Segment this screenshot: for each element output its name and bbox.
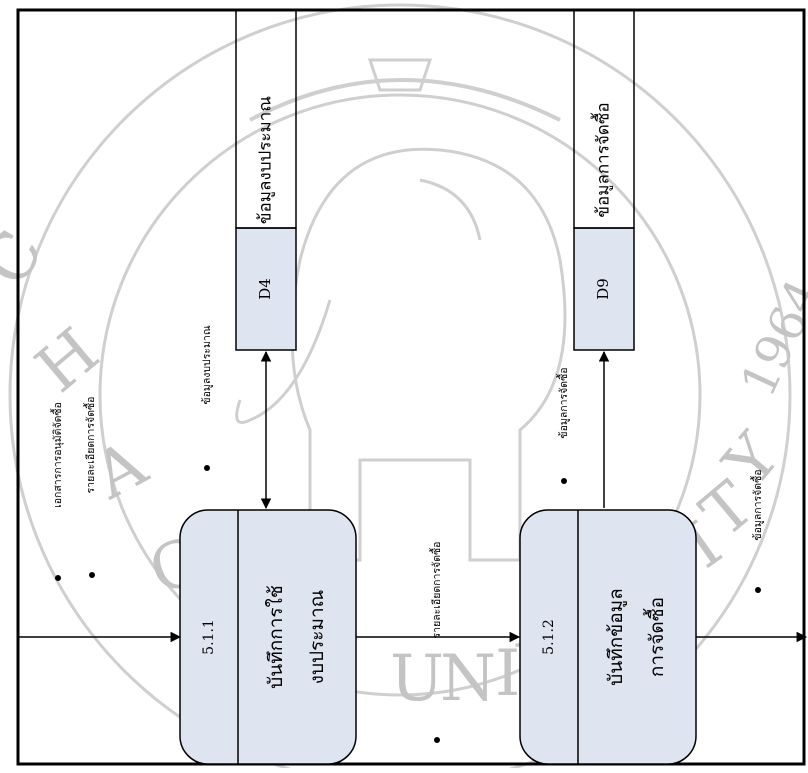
process-5-1-2-label-line1: บันทึกข้อมูล — [605, 588, 627, 686]
process-5-1-2-number: 5.1.2 — [541, 619, 557, 655]
data-store-d4-code: D4 — [256, 278, 274, 300]
dot-output — [755, 587, 761, 593]
process-5-1-1: 5.1.1 บันทึกการใช้ งบประมาณ — [179, 509, 357, 765]
watermark-letter-i: I — [495, 637, 520, 711]
dot-p1-to-p2 — [434, 737, 440, 743]
dot-input-doc — [55, 575, 61, 581]
data-store-d9: D9 ข้อมูลการจัดซื้อ — [573, 10, 635, 351]
watermark-number: 1964 — [730, 271, 808, 405]
process-5-1-1-label-line1: บันทึกการใช้ — [265, 585, 287, 689]
process-5-1-1-number: 5.1.1 — [201, 619, 217, 655]
flow-labels: เอกสารการอนุมัติจัดซื้อ รายละเอียดการจัด… — [50, 325, 764, 638]
university-seal-watermark — [8, 3, 792, 773]
label-input-doc: เอกสารการอนุมัติจัดซื้อ — [50, 402, 64, 508]
label-p1-to-p2: รายละเอียดการจัดซื้อ — [429, 542, 443, 639]
data-store-d4-name: ข้อมูลงบประมาณ — [256, 96, 276, 224]
process-5-1-1-label-line2: งบประมาณ — [306, 590, 328, 685]
watermark-letter-c: C — [0, 219, 58, 298]
data-store-d9-name: ข้อมูลการจัดซื้อ — [591, 102, 614, 217]
label-output: ข้อมูลการจัดซื้อ — [750, 469, 764, 540]
dot-budget-data — [204, 465, 210, 471]
flow-dots — [55, 465, 761, 743]
diagram-frame — [16, 8, 806, 766]
label-budget-data: ข้อมูลงบประมาณ — [201, 325, 213, 404]
dot-input-detail — [89, 572, 95, 578]
process-5-1-2-label-line2: การจัดซื้อ — [643, 597, 668, 677]
data-store-d4: D4 ข้อมูลงบประมาณ — [235, 10, 297, 351]
watermark-letter-n: N — [440, 642, 496, 716]
data-store-d9-code: D9 — [594, 278, 612, 300]
process-5-1-2: 5.1.2 บันทึกข้อมูล การจัดซื้อ — [519, 509, 697, 765]
label-input-detail: รายละเอียดการจัดซื้อ — [83, 397, 97, 494]
dot-purchase-data — [561, 478, 567, 484]
label-purchase-data: ข้อมูลการจัดซื้อ — [556, 367, 570, 438]
watermark-letter-u: U — [390, 642, 444, 716]
flow-arrows — [18, 350, 808, 643]
